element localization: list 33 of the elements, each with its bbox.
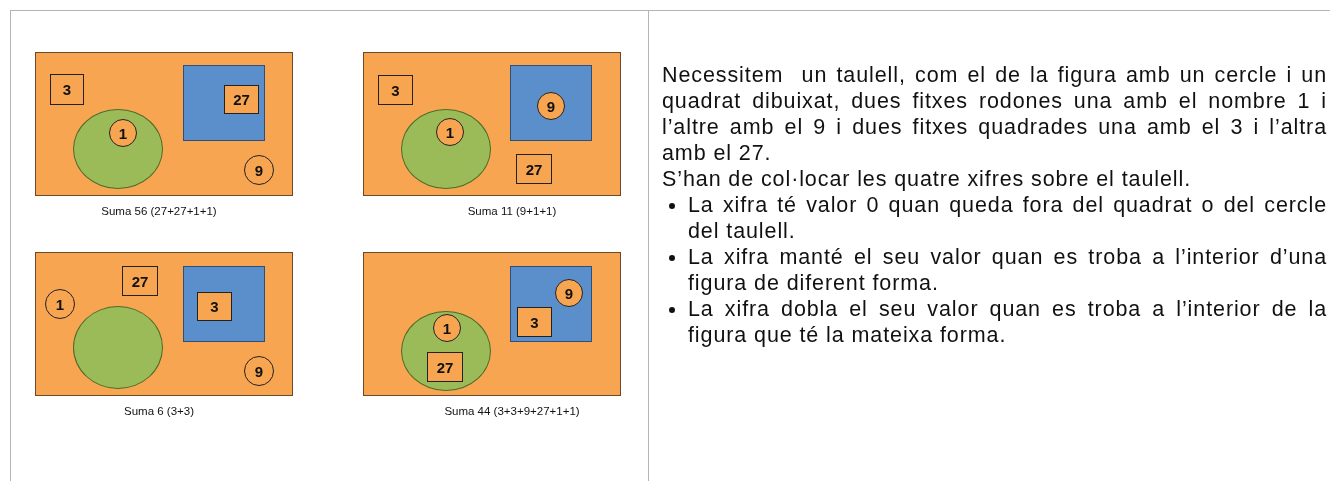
list-item: La xifra dobla el seu valor quan es troba a l’interior de la figura que té la mateixa forma.: [688, 297, 1327, 347]
square-area: [183, 65, 265, 141]
square-token: 3: [517, 307, 552, 337]
square-token: 27: [224, 85, 259, 114]
square-token: 27: [122, 266, 158, 296]
node-label: Suma 44 (3+3+9+27+1+1): [444, 405, 580, 417]
round-token: 9: [244, 155, 274, 185]
game-board: [363, 252, 621, 396]
square-area: [510, 266, 592, 342]
round-token: 1: [433, 314, 461, 342]
round-token: 1: [436, 118, 464, 146]
paragraph: S’han de col·locar les quatre xifres sobre el taulell.: [662, 166, 1192, 192]
round-token: 9: [555, 279, 583, 307]
node-label: Suma 56 (27+27+1+1): [101, 205, 217, 217]
list-item: La xifra manté el seu valor quan es troba a l’interior d’una figura de diferent forma.: [688, 245, 1327, 295]
node-label: Suma 6 (3+3): [124, 405, 194, 417]
square-token: 3: [50, 74, 84, 105]
round-token: 1: [109, 119, 137, 147]
round-token: 1: [45, 289, 75, 319]
square-area: [510, 65, 592, 141]
game-board: [363, 52, 621, 196]
game-board: [35, 52, 293, 196]
game-board: [35, 252, 293, 396]
square-token: 3: [197, 292, 232, 321]
round-token: 9: [244, 356, 274, 386]
node-label: Suma 11 (9+1+1): [467, 205, 557, 217]
paragraph: Necessitem un taulell, com el de la figura amb un cercle i un quadrat dibuixat, dues fitxes rodones una amb el nombre 1 i l’altre amb el 9 i dues fitxes quadrades una amb el 3 i l’altra amb el 27.: [662, 62, 1327, 166]
square-token: 27: [516, 154, 552, 184]
square-token: 27: [427, 352, 463, 382]
square-token: 3: [378, 75, 413, 105]
list-item: La xifra té valor 0 quan queda fora del quadrat o del cercle del taulell.: [688, 193, 1327, 243]
round-token: 9: [537, 92, 565, 120]
square-area: [183, 266, 265, 342]
